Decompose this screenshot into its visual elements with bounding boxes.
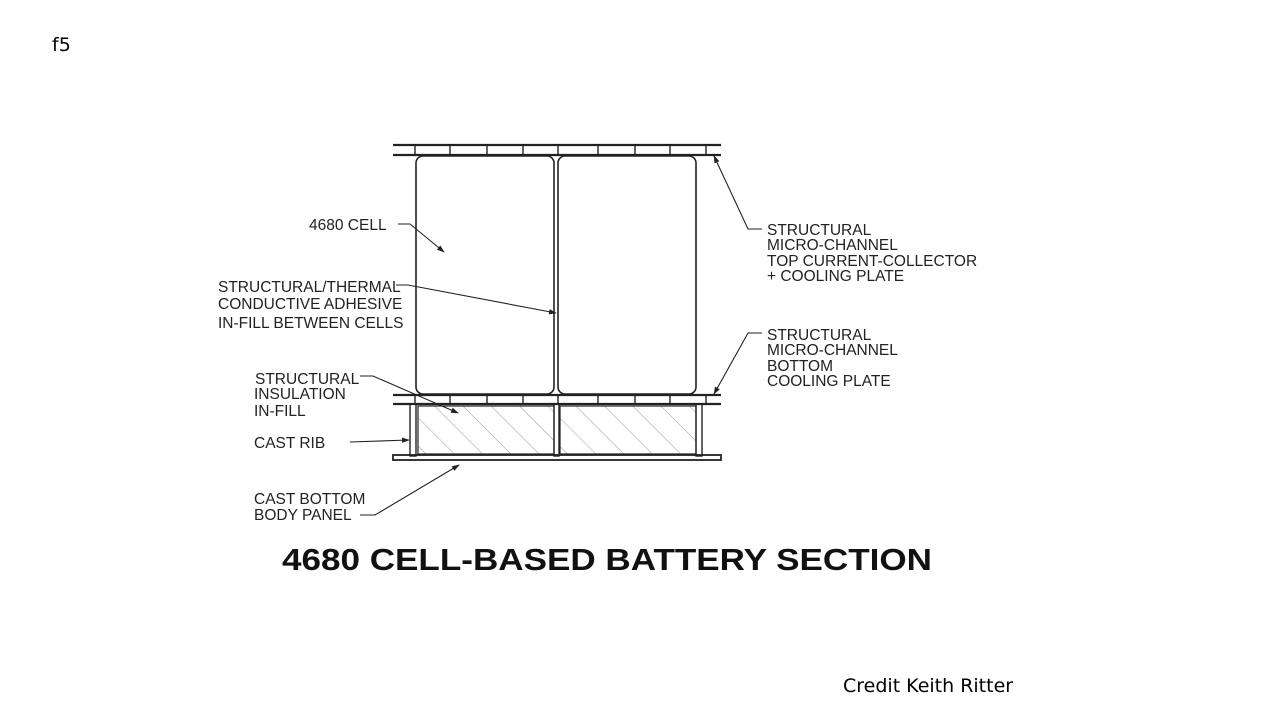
leader-bottom-panel — [360, 464, 460, 516]
label-adhesive-1: STRUCTURAL/THERMAL — [218, 279, 401, 296]
insulation-infill-left — [417, 405, 555, 455]
cell-left — [415, 155, 555, 395]
label-top-plate-4: + COOLING PLATE — [767, 268, 904, 285]
label-bottom-plate-1: STRUCTURAL — [767, 327, 872, 344]
label-bottom-panel-2: BODY PANEL — [254, 507, 352, 524]
cast-bottom-body-panel — [392, 454, 722, 461]
label-insulation-2: INSULATION — [254, 386, 346, 403]
label-cell: 4680 CELL — [309, 217, 387, 234]
cast-ribs — [409, 403, 703, 457]
label-insulation-1: STRUCTURAL — [255, 371, 360, 388]
top-cooling-plate — [393, 143, 721, 157]
label-adhesive-3: IN-FILL BETWEEN CELLS — [218, 315, 403, 332]
leader-bottom-plate — [713, 332, 762, 395]
insulation-infill-right — [559, 405, 697, 455]
slide-tag: f5 — [52, 34, 71, 56]
label-rib: CAST RIB — [254, 435, 325, 452]
bottom-cooling-plate — [393, 393, 721, 406]
label-top-plate-3: TOP CURRENT-COLLECTOR — [767, 253, 977, 270]
leader-cell — [398, 223, 445, 253]
label-bottom-plate-2: MICRO-CHANNEL — [767, 342, 898, 359]
label-insulation-3: IN-FILL — [254, 403, 306, 420]
label-bottom-panel-1: CAST BOTTOM — [254, 491, 365, 508]
leader-top-plate — [713, 155, 762, 230]
cell-right — [557, 155, 697, 395]
label-adhesive-2: CONDUCTIVE ADHESIVE — [218, 296, 402, 313]
label-top-plate-2: MICRO-CHANNEL — [767, 237, 898, 254]
label-bottom-plate-4: COOLING PLATE — [767, 373, 891, 390]
leader-insulation — [360, 375, 459, 414]
label-bottom-plate-3: BOTTOM — [767, 358, 833, 375]
credit-text: Credit Keith Ritter — [843, 675, 1014, 697]
leader-rib — [349, 437, 410, 443]
leader-adhesive — [396, 284, 557, 315]
label-top-plate-1: STRUCTURAL — [767, 222, 872, 239]
diagram-title: 4680 CELL-BASED BATTERY SECTION — [282, 542, 932, 577]
